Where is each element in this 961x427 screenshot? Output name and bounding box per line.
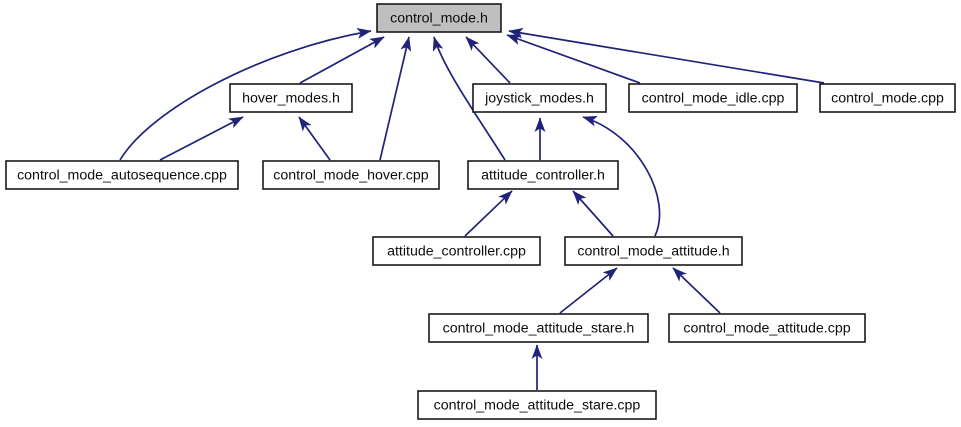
edge-attitude-controller-h-to-control-mode (432, 36, 506, 161)
node-control_mode_idle_cpp[interactable]: control_mode_idle.cpp (628, 83, 798, 113)
node-control_mode_attitude_stare_cpp[interactable]: control_mode_attitude_stare.cpp (417, 390, 657, 420)
node-label-control_mode_autosequence_cpp: control_mode_autosequence.cpp (17, 167, 227, 183)
node-box-control_mode_hover_cpp[interactable] (262, 160, 440, 190)
node-label-control_mode_h: control_mode.h (390, 10, 488, 26)
node-box-control_mode_autosequence_cpp[interactable] (5, 160, 239, 190)
node-attitude_controller_h[interactable]: attitude_controller.h (467, 160, 619, 190)
node-box-control_mode_attitude_stare_h[interactable] (428, 313, 649, 343)
node-attitude_controller_cpp[interactable]: attitude_controller.cpp (372, 236, 541, 266)
node-box-attitude_controller_h[interactable] (467, 160, 619, 190)
node-label-control_mode_hover_cpp: control_mode_hover.cpp (273, 167, 428, 183)
node-box-control_mode_attitude_cpp[interactable] (668, 313, 866, 343)
node-control_mode_autosequence_cpp[interactable]: control_mode_autosequence.cpp (5, 160, 239, 190)
node-label-control_mode_cpp: control_mode.cpp (831, 90, 944, 106)
node-box-control_mode_h[interactable] (376, 3, 502, 33)
node-label-control_mode_attitude_stare_cpp: control_mode_attitude_stare.cpp (434, 397, 641, 413)
edge-autosequence-to-control-mode (119, 27, 372, 161)
node-box-control_mode_cpp[interactable] (819, 83, 956, 113)
edge-control-mode-cpp-to-control-mode (508, 27, 825, 84)
edge-layer (119, 27, 825, 390)
node-label-control_mode_attitude_stare_h: control_mode_attitude_stare.h (443, 320, 635, 336)
node-control_mode_hover_cpp[interactable]: control_mode_hover.cpp (262, 160, 440, 190)
edge-attitude-cpp-to-attitude-h (464, 190, 513, 237)
node-box-hover_modes_h[interactable] (229, 83, 353, 113)
edge-idle-to-control-mode (506, 34, 641, 84)
node-control_mode_attitude_h[interactable]: control_mode_attitude.h (564, 236, 743, 266)
edge-attitude-cpp2-to-attitude-mode-h (672, 267, 721, 314)
node-joystick_modes_h[interactable]: joystick_modes.h (472, 83, 607, 113)
edge-joystick-to-control-mode (465, 36, 511, 84)
node-hover_modes_h[interactable]: hover_modes.h (229, 83, 353, 113)
node-box-joystick_modes_h[interactable] (472, 83, 607, 113)
edge-hover-modes-to-control-mode (299, 36, 385, 84)
node-box-control_mode_attitude_stare_cpp[interactable] (417, 390, 657, 420)
node-control_mode_attitude_cpp[interactable]: control_mode_attitude.cpp (668, 313, 866, 343)
node-control_mode_attitude_stare_h[interactable]: control_mode_attitude_stare.h (428, 313, 649, 343)
node-label-attitude_controller_cpp: attitude_controller.cpp (387, 243, 526, 259)
edge-hover-cpp-to-hover-modes (298, 116, 331, 161)
node-label-control_mode_idle_cpp: control_mode_idle.cpp (642, 90, 785, 106)
node-label-control_mode_attitude_h: control_mode_attitude.h (577, 243, 729, 259)
edge-stare-h-to-attitude-mode-h (559, 267, 618, 314)
edge-autosequence-to-hover-modes (159, 116, 244, 161)
node-label-joystick_modes_h: joystick_modes.h (484, 90, 594, 106)
node-control_mode_cpp[interactable]: control_mode.cpp (819, 83, 956, 113)
node-label-hover_modes_h: hover_modes.h (242, 90, 340, 106)
edge-hover-cpp-to-control-mode (379, 36, 412, 161)
node-label-attitude_controller_h: attitude_controller.h (481, 167, 605, 183)
node-box-attitude_controller_cpp[interactable] (372, 236, 541, 266)
edge-attitude-mode-h-to-joystick (582, 116, 661, 237)
node-label-control_mode_attitude_cpp: control_mode_attitude.cpp (683, 320, 850, 336)
edge-attitude-mode-h-to-attitude-h (572, 190, 614, 237)
node-box-control_mode_idle_cpp[interactable] (628, 83, 798, 113)
node-control_mode_h[interactable]: control_mode.h (376, 3, 502, 33)
node-box-control_mode_attitude_h[interactable] (564, 236, 743, 266)
node-layer: control_mode.h hover_modes.h joystick_mode… (5, 3, 956, 420)
